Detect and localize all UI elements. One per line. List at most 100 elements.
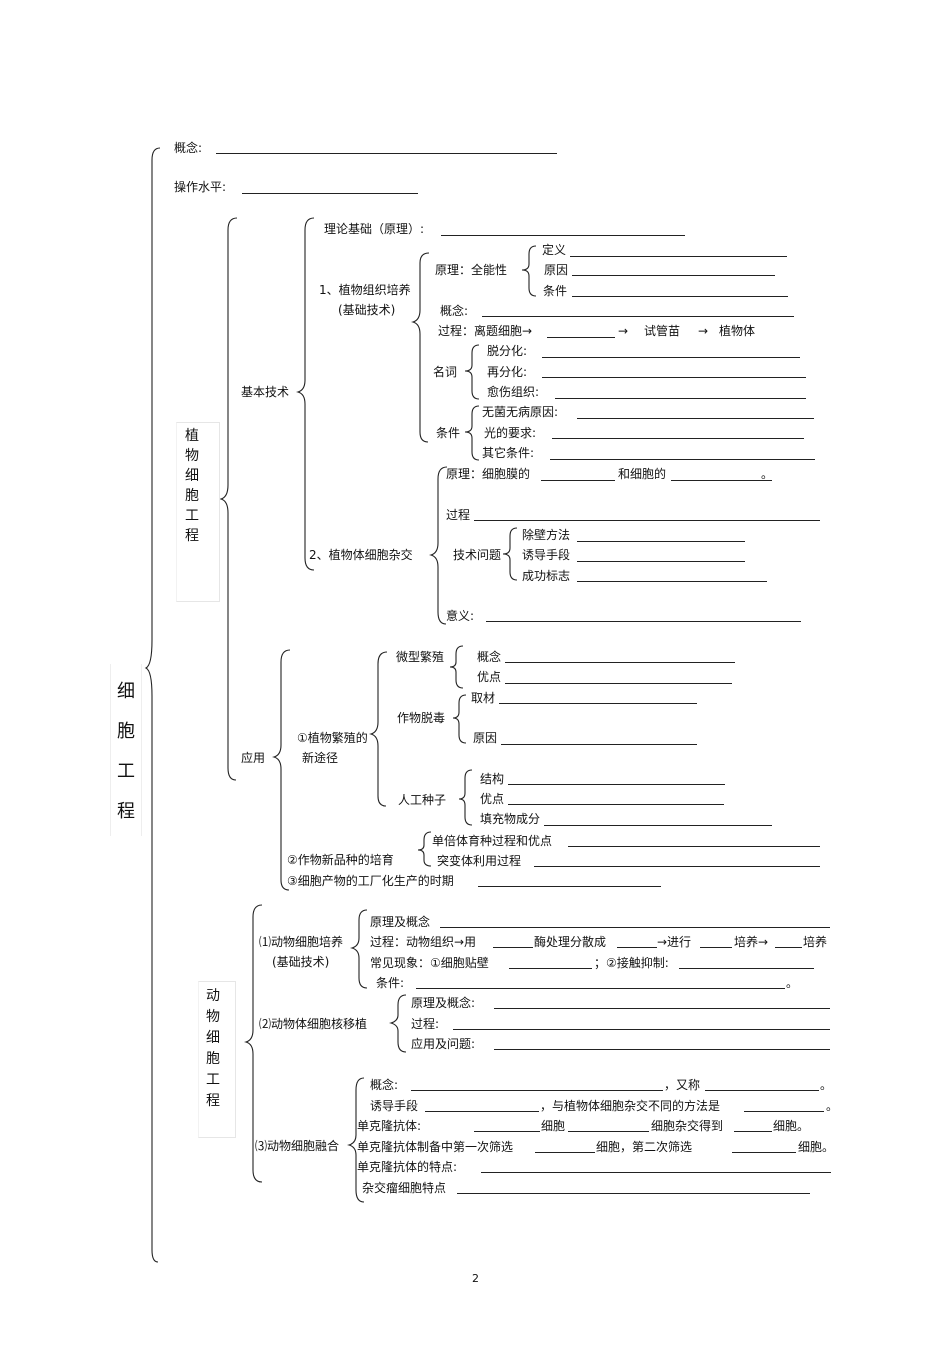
factory-label: ③细胞产物的工厂化生产的时期 [287, 874, 454, 888]
other-condition-blank [550, 459, 815, 460]
sh-process-blank [474, 520, 820, 521]
terms-label: 名词 [433, 365, 458, 379]
page-number: 2 [472, 1272, 479, 1285]
cf-difference-end: 。 [826, 1099, 839, 1113]
ac-process-blank1 [493, 947, 533, 948]
theory-label: 理论基础（原理）: [324, 222, 425, 236]
monoclonal-blank3 [734, 1131, 772, 1132]
screening-blank2 [732, 1152, 796, 1153]
significance-label: 意义: [446, 609, 475, 623]
nt-application-blank [494, 1049, 830, 1050]
ac-principle-label: 原理及概念 [370, 915, 431, 929]
hybridoma-blank [457, 1193, 810, 1194]
tc-process-arrow2: → [698, 324, 709, 338]
light-blank [552, 438, 804, 439]
nt-principle-blank [494, 1008, 830, 1009]
animal-brace [244, 904, 263, 1183]
zuzhi-brace [411, 252, 430, 443]
ac-process-d: 培养→ [734, 935, 769, 949]
mutant-blank [534, 866, 820, 867]
mp-advantage-blank [505, 683, 732, 684]
success-label: 成功标志 [522, 569, 571, 583]
principle-label: 原理：全能性 [435, 263, 508, 277]
sh-principle-a: 原理：细胞膜的 [446, 467, 531, 481]
sh-principle-blank2 [671, 480, 772, 481]
ronghe-brace [347, 1077, 365, 1203]
screening-a: 单克隆抗体制备中第一次筛选 [357, 1140, 514, 1154]
filler-blank [544, 825, 772, 826]
mp-concept-blank [505, 662, 735, 663]
tc-process-arrow1: → [618, 324, 629, 338]
propagation-label-b: 新途径 [302, 751, 339, 765]
concept-label: 概念: [174, 141, 203, 155]
success-blank [577, 581, 767, 582]
application-label: 应用 [241, 751, 266, 765]
nt-process-blank [453, 1029, 830, 1030]
light-label: 光的要求: [484, 426, 537, 440]
ac-process-c: →进行 [657, 935, 692, 949]
ac-process-enzyme: 酶 [534, 935, 547, 949]
mp-advantage-label: 优点 [477, 670, 502, 684]
callus-blank [555, 398, 806, 399]
ac-process-a: 过程：动物组织→用 [370, 935, 477, 949]
cf-concept-blank [411, 1090, 663, 1091]
jiben-brace [296, 217, 315, 571]
wall-removal-blank [577, 541, 745, 542]
redifferentiation-blank [542, 377, 806, 378]
monoclonal-end: 细胞。 [773, 1119, 810, 1133]
vf-reason-label: 原因 [473, 731, 498, 745]
plant-title-frame [176, 422, 220, 602]
ac-condition-label: 条件: [376, 976, 405, 990]
structure-label: 结构 [480, 772, 505, 786]
jishu-brace [502, 527, 518, 581]
screening-c: 细胞。 [798, 1140, 835, 1154]
plant-title: 植物细胞工程 [185, 428, 199, 544]
definition-blank [570, 256, 787, 257]
reason-blank [572, 275, 775, 276]
dedifferentiation-label: 脱分化: [487, 344, 528, 358]
zajiao-brace [429, 466, 448, 625]
mp-concept-label: 概念 [477, 650, 502, 664]
weixing-brace [449, 645, 464, 689]
tc-process-seedling: 试管苗 [644, 324, 681, 338]
animal-culture-sub: (基础技术) [272, 955, 330, 969]
hybridoma-label: 杂交瘤细胞特点 [362, 1181, 447, 1195]
material-label: 取材 [471, 691, 496, 705]
animal-culture-label: ⑴动物细胞培养 [259, 935, 344, 949]
cf-induction-label: 诱导手段 [370, 1099, 419, 1113]
tech-issue-label: 技术问题 [453, 548, 502, 562]
dedifferentiation-blank [542, 357, 800, 358]
sterile-label: 无菌无病原因: [482, 405, 559, 419]
ac-condition-blank [416, 988, 785, 989]
title-frame [110, 664, 142, 836]
induction-blank [577, 561, 745, 562]
tc-concept-label: 概念: [440, 304, 469, 318]
cf-induction-blank [425, 1111, 539, 1112]
nt-principle-label: 原理及概念: [411, 996, 476, 1010]
animal-title-frame [198, 981, 236, 1138]
tc-process-blank [547, 337, 615, 338]
redifferentiation-label: 再分化: [487, 365, 528, 379]
as-advantage-blank [508, 804, 724, 805]
ac-process-b: 处理分散成 [546, 935, 607, 949]
new-variety-label: ②作物新品种的培育 [287, 853, 394, 867]
tiaojian-brace [464, 405, 480, 461]
cf-difference-blank [744, 1111, 824, 1112]
mab-feature-blank [481, 1172, 831, 1173]
structure-blank [508, 784, 725, 785]
mab-feature-label: 单克隆抗体的特点: [357, 1160, 458, 1174]
monoclonal-hybrid: 细胞杂交得到 [651, 1119, 724, 1133]
ac-phenomenon-a: 常见现象：①细胞贴壁 [370, 956, 489, 970]
other-condition-label: 其它条件: [482, 446, 535, 460]
main-brace [144, 147, 161, 1263]
ac-phenomenon-blank2 [679, 968, 814, 969]
operation-level-blank [242, 193, 418, 194]
sh-process-label: 过程 [446, 508, 471, 522]
tc-concept-blank [482, 316, 794, 317]
monoclonal-blank1 [474, 1131, 540, 1132]
artificial-seed-label: 人工种子 [398, 793, 447, 807]
monoclonal-blank2 [568, 1131, 649, 1132]
tissue-culture-sub: (基础技术) [338, 303, 396, 317]
heyizhi-brace [389, 994, 407, 1053]
